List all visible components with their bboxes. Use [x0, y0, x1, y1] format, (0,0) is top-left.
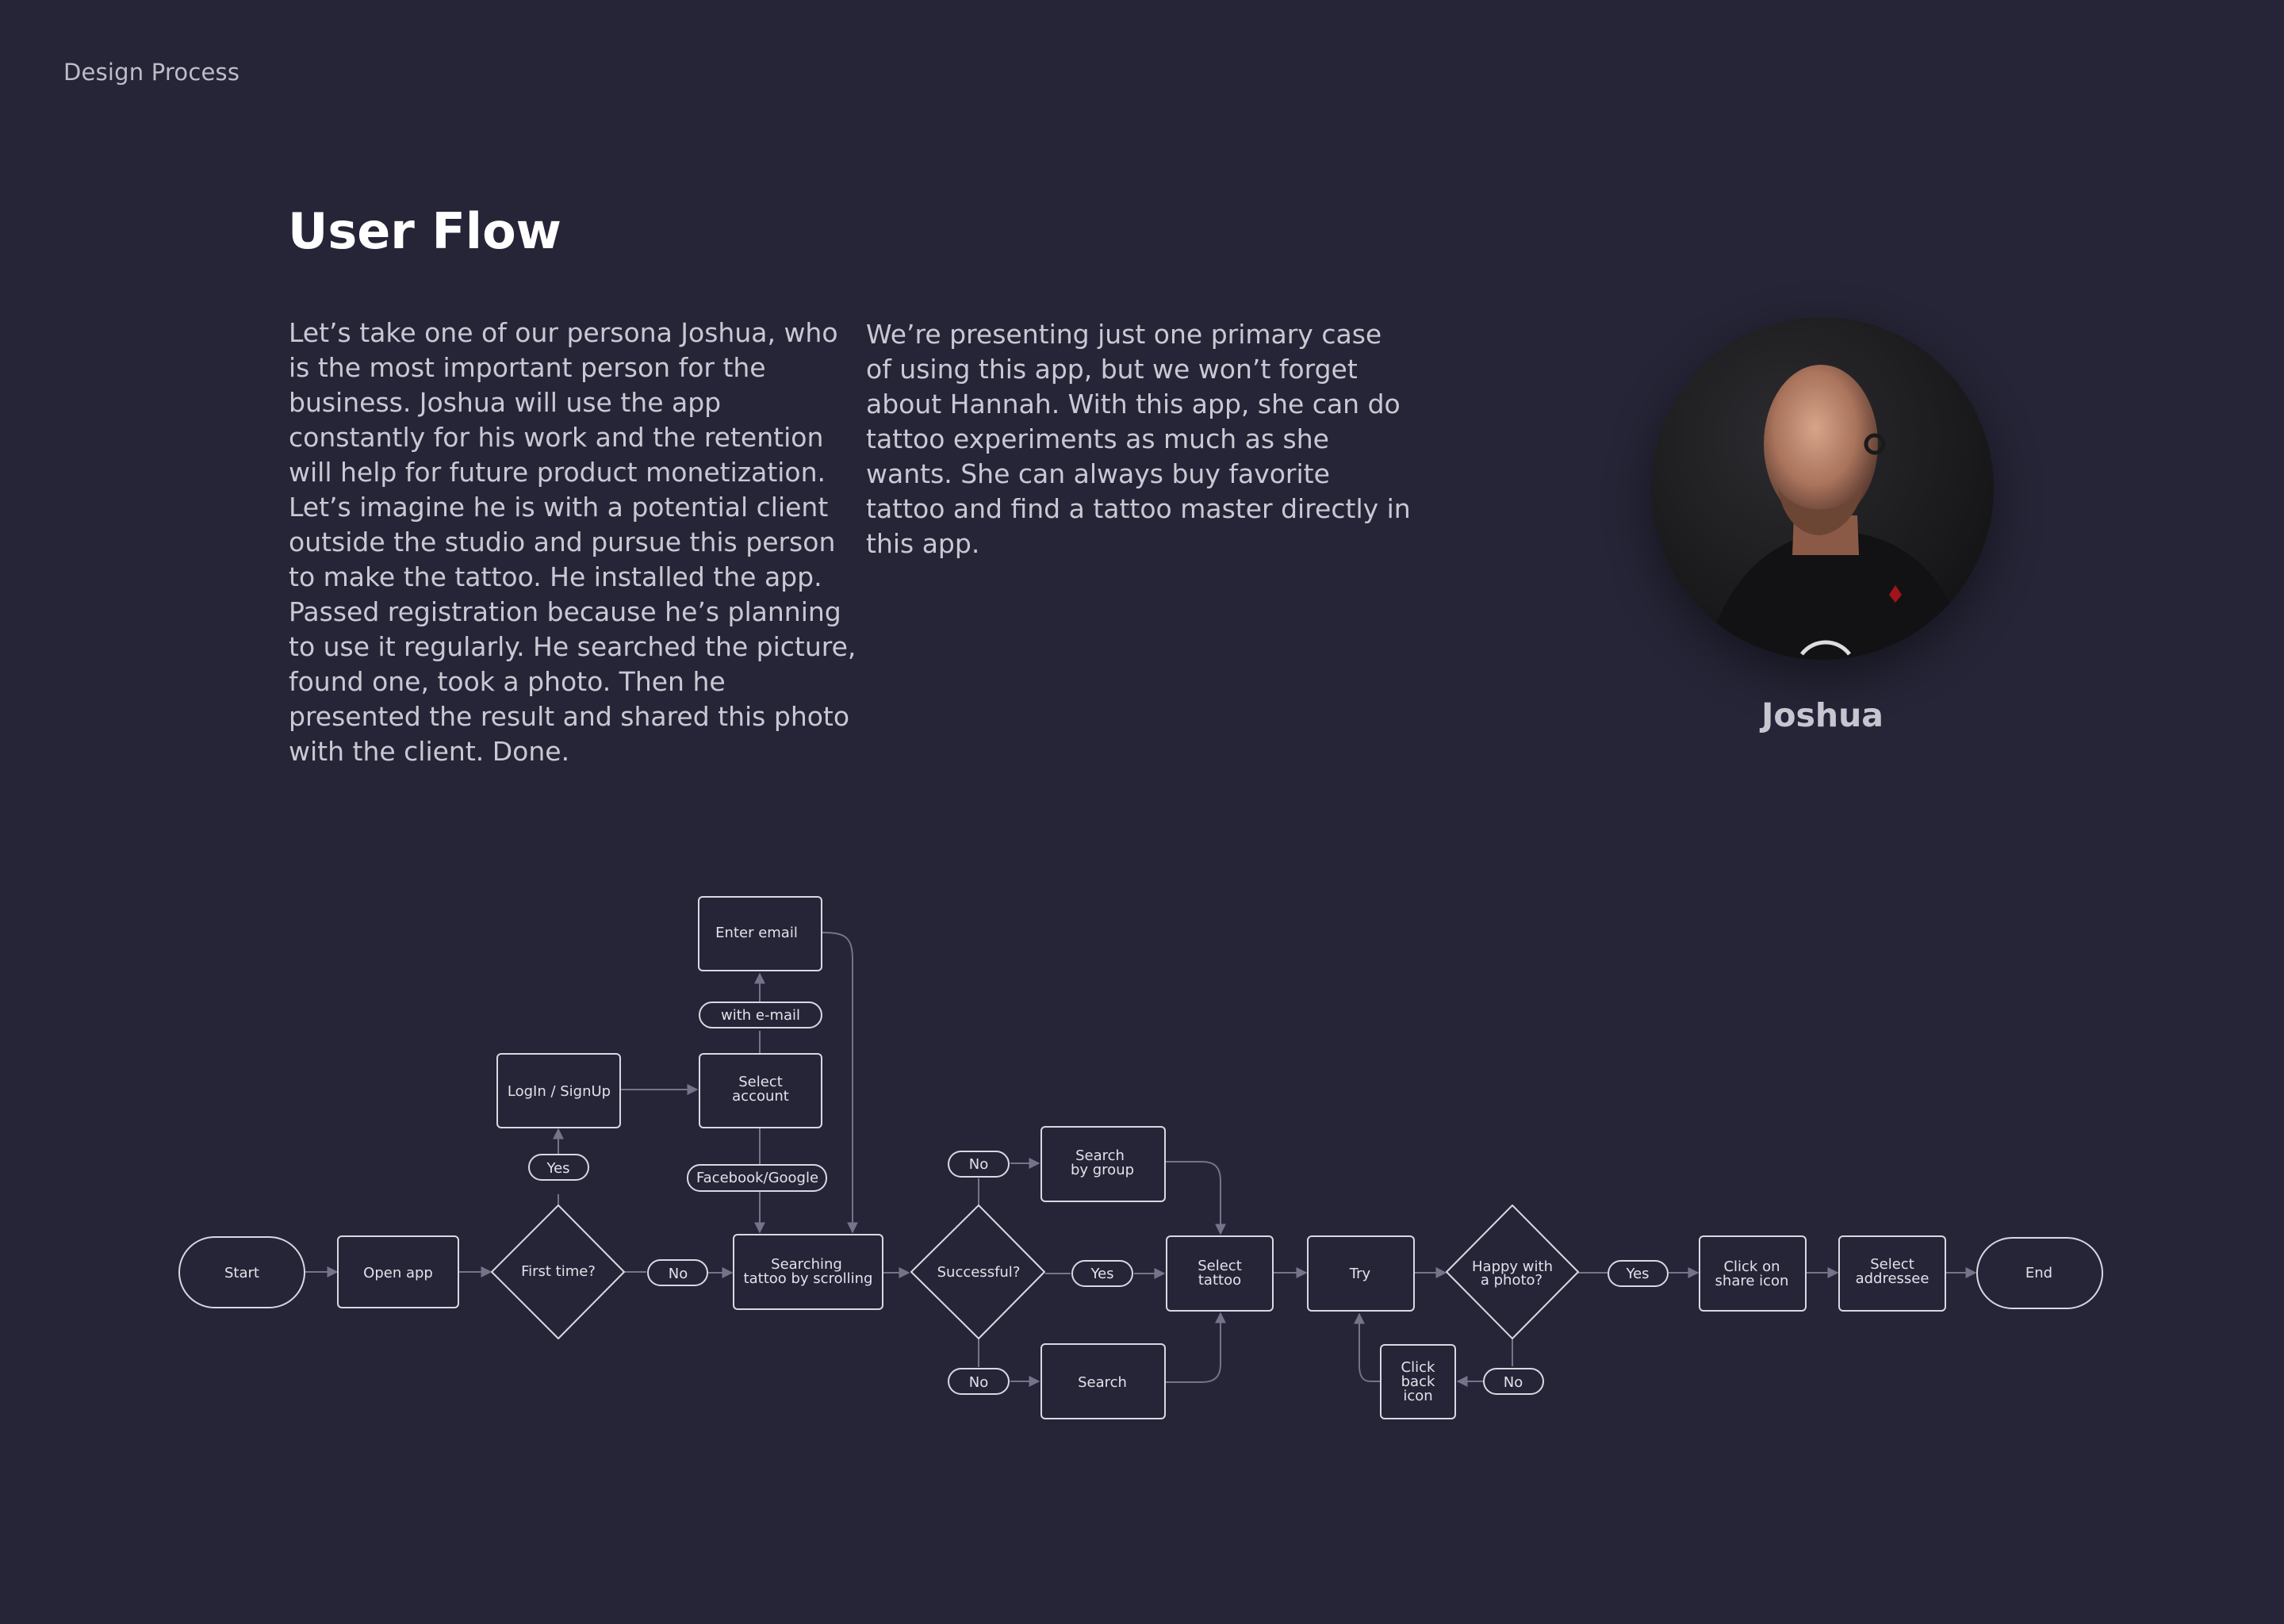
node-label: Search — [1078, 1374, 1127, 1391]
flow-node-start: Start — [178, 1236, 305, 1308]
flow-label-facebook-google: Facebook/Google — [687, 1164, 827, 1192]
flow-label-no-bottom: No — [948, 1368, 1010, 1395]
flow-label-with-email: with e-mail — [699, 1002, 822, 1028]
node-label: Happy with — [1472, 1258, 1553, 1275]
node-label: tattoo by scrolling — [744, 1270, 873, 1287]
flow-label-yes-first: Yes — [528, 1154, 589, 1181]
flow-label-yes-success: Yes — [1071, 1260, 1133, 1287]
node-label: Facebook/Google — [696, 1170, 818, 1186]
node-label: a photo? — [1481, 1272, 1542, 1289]
node-label: addressee — [1856, 1270, 1930, 1287]
flow-node-end: End — [1976, 1237, 2103, 1309]
node-label: Start — [224, 1265, 259, 1281]
flow-node-login: LogIn / SignUp — [496, 1053, 621, 1128]
persona-description: Let’s take one of our persona Joshua, wh… — [289, 317, 856, 767]
node-label: First time? — [521, 1263, 596, 1280]
node-label: tattoo — [1198, 1272, 1241, 1289]
node-label: Yes — [1090, 1266, 1113, 1282]
section-label: Design Process — [63, 59, 240, 86]
node-label: No — [969, 1374, 988, 1391]
node-label: Searching — [771, 1256, 842, 1273]
node-label: share icon — [1715, 1273, 1789, 1289]
node-label: Try — [1349, 1266, 1371, 1282]
flow-label-yes-happy: Yes — [1608, 1260, 1669, 1287]
node-label: with e-mail — [721, 1007, 800, 1024]
node-label: icon — [1403, 1388, 1432, 1404]
flow-node-open-app: Open app — [337, 1235, 459, 1308]
node-label: Click — [1401, 1359, 1435, 1376]
node-label: Open app — [363, 1265, 433, 1281]
secondary-description: We’re presenting just one primary case o… — [866, 319, 1411, 559]
node-label: account — [732, 1088, 789, 1105]
persona-photo — [1651, 317, 1994, 660]
page-title: User Flow — [288, 202, 561, 260]
persona-avatar — [1651, 317, 1994, 660]
node-label: Select — [1198, 1258, 1242, 1274]
flow-node-enter-email: Enter email — [698, 896, 822, 971]
flow-label-no-happy: No — [1483, 1368, 1544, 1395]
node-label: Successful? — [937, 1264, 1021, 1281]
node-label: Yes — [546, 1160, 569, 1177]
node-label: Click on — [1723, 1258, 1780, 1275]
flow-node-try: Try — [1307, 1235, 1415, 1312]
node-label: Select — [1870, 1256, 1914, 1273]
flow-connectors — [305, 932, 1977, 1387]
flow-label-no-top: No — [948, 1151, 1010, 1178]
flow-label-no-first: No — [647, 1259, 708, 1286]
node-label: Search — [1075, 1147, 1125, 1164]
node-label: Select — [738, 1074, 783, 1090]
node-label: Yes — [1625, 1266, 1649, 1282]
node-label: LogIn / SignUp — [508, 1083, 611, 1100]
node-label: No — [969, 1156, 988, 1173]
flow-node-search: Search — [1040, 1343, 1166, 1419]
persona-name: Joshua — [1761, 696, 1884, 734]
flow-decision-first-time: First time? — [491, 1205, 625, 1339]
flow-decision-successful: Successful? — [910, 1205, 1045, 1339]
node-label: by group — [1071, 1162, 1134, 1178]
node-label: Enter email — [715, 925, 798, 941]
node-label: back — [1401, 1373, 1435, 1390]
node-label: End — [2025, 1265, 2052, 1281]
node-label: No — [1504, 1374, 1523, 1391]
node-label: No — [669, 1266, 688, 1282]
